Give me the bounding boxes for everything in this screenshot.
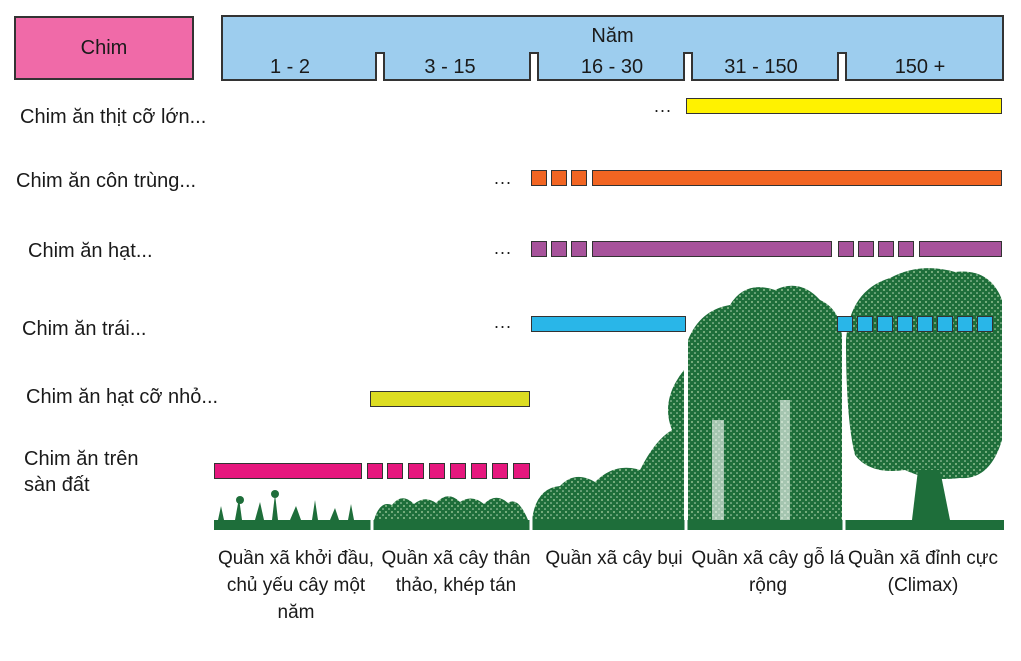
herbaceous-cover: [374, 496, 528, 520]
bar-segment: [878, 241, 894, 257]
stage-label-herbaceous: Quần xã cây thân thảo, khép tán: [381, 548, 531, 596]
bird-label-seed-eater: Chim ăn hạt...: [28, 240, 153, 262]
period-2: 3 - 15: [424, 56, 476, 78]
bird-label-insectivore: Chim ăn côn trùng...: [16, 170, 197, 192]
broadleaf-trees: [688, 285, 842, 520]
chim-header: Chim: [14, 16, 194, 80]
bar-segment: [429, 463, 445, 479]
period-4: 31 - 150: [724, 56, 798, 78]
bar-segment: [937, 316, 953, 332]
bar-segment: [531, 316, 686, 332]
bar-segment: [897, 316, 913, 332]
bird-label-fruit-eater: Chim ăn trái...: [22, 318, 147, 340]
bar-segment: [531, 170, 547, 186]
bar-segment: [408, 463, 424, 479]
bar-segment: [551, 241, 567, 257]
bar-segment: [592, 241, 832, 257]
bar-segment: [858, 241, 874, 257]
lead-dots-seed-eater: ...: [494, 238, 513, 258]
shrub-cover: [532, 370, 684, 520]
climax-tree-trunk: [912, 470, 950, 520]
bar-segment: [571, 241, 587, 257]
bird-label-large-raptor: Chim ăn thịt cỡ lớn...: [20, 106, 207, 128]
lead-dots-raptor: ...: [654, 96, 673, 116]
bar-segment: [471, 463, 487, 479]
bar-segment: [898, 241, 914, 257]
bar-segment: [957, 316, 973, 332]
bar-segment: [838, 241, 854, 257]
bar-segment: [370, 391, 530, 407]
bar-segment: [686, 98, 1002, 114]
bird-label-small-seed-eater: Chim ăn hạt cỡ nhỏ...: [26, 386, 219, 408]
bar-segment: [919, 241, 1002, 257]
period-5: 150 +: [894, 56, 946, 78]
bar-segment: [877, 316, 893, 332]
bar-segment: [571, 170, 587, 186]
bar-segment: [513, 463, 530, 479]
bar-segment: [214, 463, 362, 479]
nam-label: Năm: [591, 25, 634, 47]
bar-segment: [592, 170, 1002, 186]
stage-label-broadleaf: Quần xã cây gỗ lá rộng: [691, 548, 845, 596]
lead-dots-fruit-eater: ...: [494, 312, 513, 332]
climax-tree-canopy: [846, 268, 1002, 479]
bar-segment: [917, 316, 933, 332]
lead-dots-insectivore: ...: [494, 168, 513, 188]
bar-segment: [450, 463, 466, 479]
chim-label: Chim: [80, 36, 128, 59]
period-1: 1 - 2: [269, 56, 311, 78]
stage-label-shrub: Quần xã cây bụi: [545, 548, 683, 569]
bar-segment: [387, 463, 403, 479]
bar-segment: [492, 463, 508, 479]
bar-segment: [367, 463, 383, 479]
stage-label-climax: Quần xã đỉnh cực (Climax): [847, 548, 999, 596]
annual-plants: [218, 490, 354, 520]
period-3: 16 - 30: [580, 56, 644, 78]
bird-label-ground-feeder: Chim ăn trên sàn đất: [24, 448, 139, 496]
bar-segment: [551, 170, 567, 186]
stage-label-initial: Quần xã khởi đầu, chủ yếu cây một năm: [217, 548, 375, 623]
bar-segment: [977, 316, 993, 332]
bar-segment: [857, 316, 873, 332]
bar-segment: [531, 241, 547, 257]
bar-segment: [837, 316, 853, 332]
